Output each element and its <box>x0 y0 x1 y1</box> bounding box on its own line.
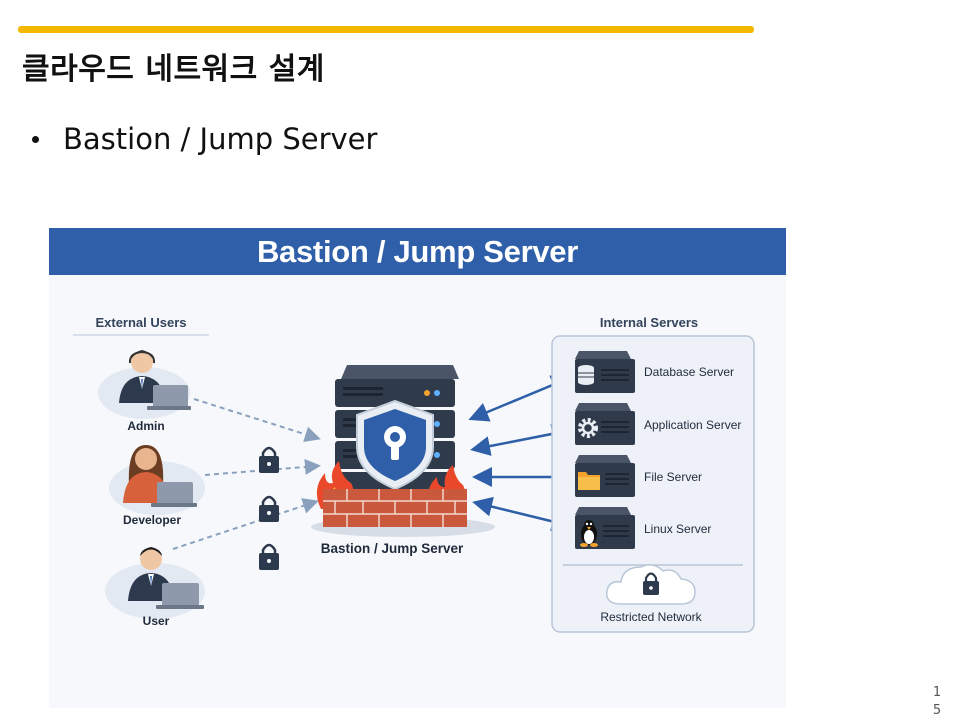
admin-head <box>131 351 153 373</box>
slide-title: 클라우드 네트워크 설계 <box>22 52 325 87</box>
server-linux-label: Linux Server <box>644 522 711 536</box>
penguin-icon <box>580 520 598 547</box>
page-number-line1: 1 <box>932 685 942 700</box>
user-admin-label: Admin <box>127 419 164 433</box>
page-number: 1 5 <box>931 684 943 720</box>
user-developer: Developer <box>109 445 205 527</box>
bullet-item: Bastion / Jump Server <box>30 122 377 156</box>
page-number-line2: 5 <box>932 703 942 718</box>
lock-icon <box>643 572 659 595</box>
title-accent-bar <box>18 26 754 33</box>
internal-servers-title: Internal Servers <box>600 315 698 330</box>
headset-icon <box>128 350 156 364</box>
lock-icon <box>259 446 279 473</box>
lock-icon <box>259 495 279 522</box>
server-file-label: File Server <box>644 470 702 484</box>
user-developer-label: Developer <box>123 513 181 527</box>
admin-laptop-icon <box>153 385 188 407</box>
user-admin: Admin <box>98 350 191 433</box>
lock-icon <box>259 543 279 570</box>
user-head <box>140 548 162 570</box>
bullet-text: Bastion / Jump Server <box>63 122 378 156</box>
server-application: Application Server <box>575 403 741 445</box>
user-user: User <box>105 547 205 628</box>
cloud-icon <box>606 564 696 605</box>
external-users-title: External Users <box>95 315 186 330</box>
restricted-network-label: Restricted Network <box>600 610 702 624</box>
diagram-canvas: External Users Admin Developer <box>73 315 755 633</box>
folder-icon <box>578 472 600 490</box>
diagram-header: Bastion / Jump Server <box>49 228 786 275</box>
bullet-dot <box>32 135 39 143</box>
developer-head <box>135 448 157 470</box>
firewall-icon <box>323 489 467 527</box>
server-application-label: Application Server <box>644 418 741 432</box>
server-database-label: Database Server <box>644 365 734 379</box>
database-icon <box>578 365 594 385</box>
bastion-label: Bastion / Jump Server <box>321 541 464 556</box>
user-user-label: User <box>143 614 170 628</box>
user-laptop-icon <box>162 583 199 606</box>
server-database: Database Server <box>575 351 734 393</box>
server-file: File Server <box>575 455 702 497</box>
developer-laptop-icon <box>157 482 193 504</box>
bastion-server: Bastion / Jump Server <box>311 365 495 556</box>
bastion-diagram: Bastion / Jump Server External Users <box>49 228 786 708</box>
server-linux: Linux Server <box>575 507 711 549</box>
gear-icon <box>578 418 598 438</box>
internal-servers-panel: Internal Servers Database Server <box>551 315 755 633</box>
